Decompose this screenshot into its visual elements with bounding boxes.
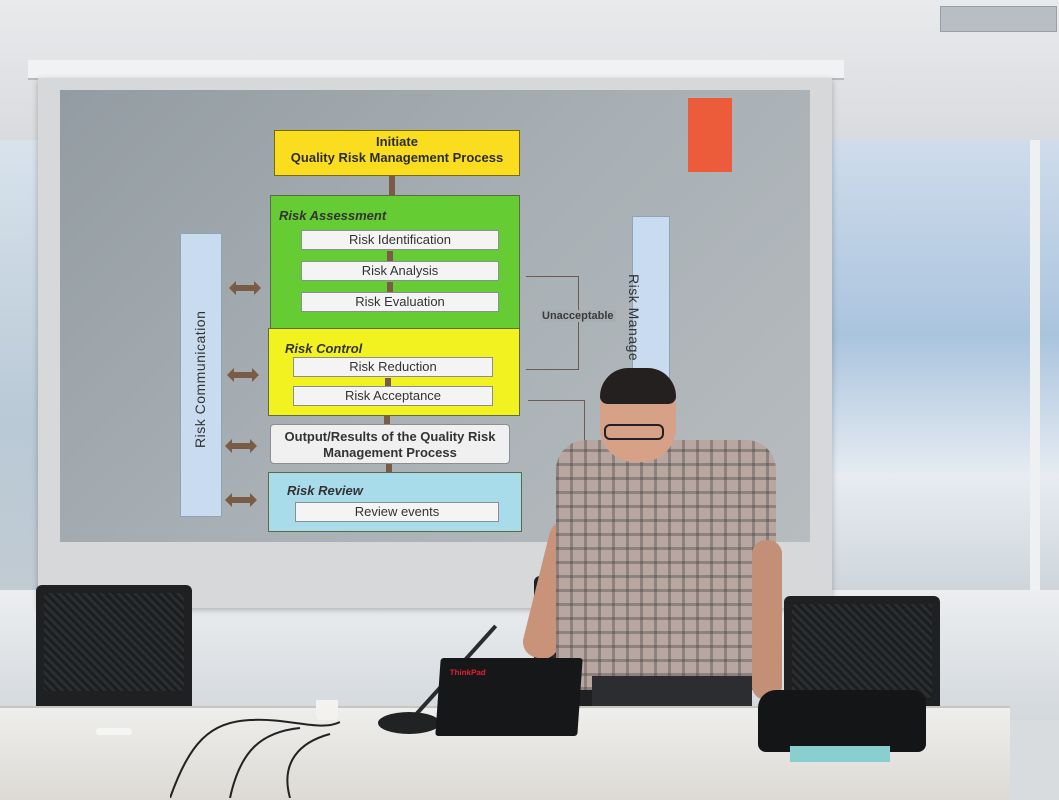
slide-accent-tab [688, 98, 732, 172]
communication-arrow [225, 493, 257, 507]
flow-arrow [387, 251, 393, 261]
initiate-box: Initiate Quality Risk Management Process [274, 130, 520, 176]
output-line1: Output/Results of the Quality Risk [284, 429, 496, 444]
window-mullion [1030, 140, 1040, 700]
risk-control-title: Risk Control [285, 341, 363, 356]
marker-pen [96, 728, 132, 735]
output-box: Output/Results of the Quality Risk Manag… [270, 424, 510, 464]
communication-arrow [225, 439, 257, 453]
risk-management-label: Risk Manage [626, 274, 642, 362]
screen-housing [28, 60, 844, 80]
notebook [790, 746, 890, 762]
step-risk-evaluation: Risk Evaluation [301, 292, 499, 312]
initiate-line1: Initiate [376, 134, 418, 149]
risk-assessment-title: Risk Assessment [279, 208, 387, 223]
office-chair-left [36, 585, 192, 709]
communication-arrow [229, 281, 261, 295]
communication-arrow [227, 368, 259, 382]
step-risk-reduction: Risk Reduction [293, 357, 493, 377]
risk-communication-bar [180, 233, 222, 517]
flow-arrow [385, 378, 391, 386]
presenter-glasses [604, 424, 664, 440]
laptop-logo: ThinkPad [449, 668, 487, 677]
cables [170, 718, 340, 798]
risk-management-bar [632, 216, 670, 388]
output-line2: Management Process [323, 445, 457, 460]
presenter-right-arm [752, 540, 782, 700]
unacceptable-loop [526, 276, 579, 370]
initiate-line2: Quality Risk Management Process [290, 150, 504, 165]
unacceptable-label: Unacceptable [540, 310, 616, 322]
step-review-events: Review events [295, 502, 499, 522]
step-risk-analysis: Risk Analysis [301, 261, 499, 281]
paper-cup [316, 700, 338, 720]
laptop: ThinkPad [435, 658, 583, 736]
step-risk-identification: Risk Identification [301, 230, 499, 250]
risk-control-box: Risk Control Risk Reduction Risk Accepta… [268, 328, 520, 416]
risk-communication-label: Risk Communication [192, 310, 208, 448]
presenter-torso [556, 440, 776, 690]
risk-review-box: Risk Review Review events [268, 472, 522, 532]
risk-assessment-box: Risk Assessment Risk Identification Risk… [270, 195, 520, 329]
risk-review-title: Risk Review [287, 483, 363, 498]
flow-arrow [384, 416, 390, 428]
microphone-base [378, 712, 440, 734]
ceiling-vent [940, 6, 1057, 32]
black-bag [758, 690, 926, 752]
presenter-hair [600, 368, 676, 404]
step-risk-acceptance: Risk Acceptance [293, 386, 493, 406]
flow-arrow [387, 282, 393, 292]
